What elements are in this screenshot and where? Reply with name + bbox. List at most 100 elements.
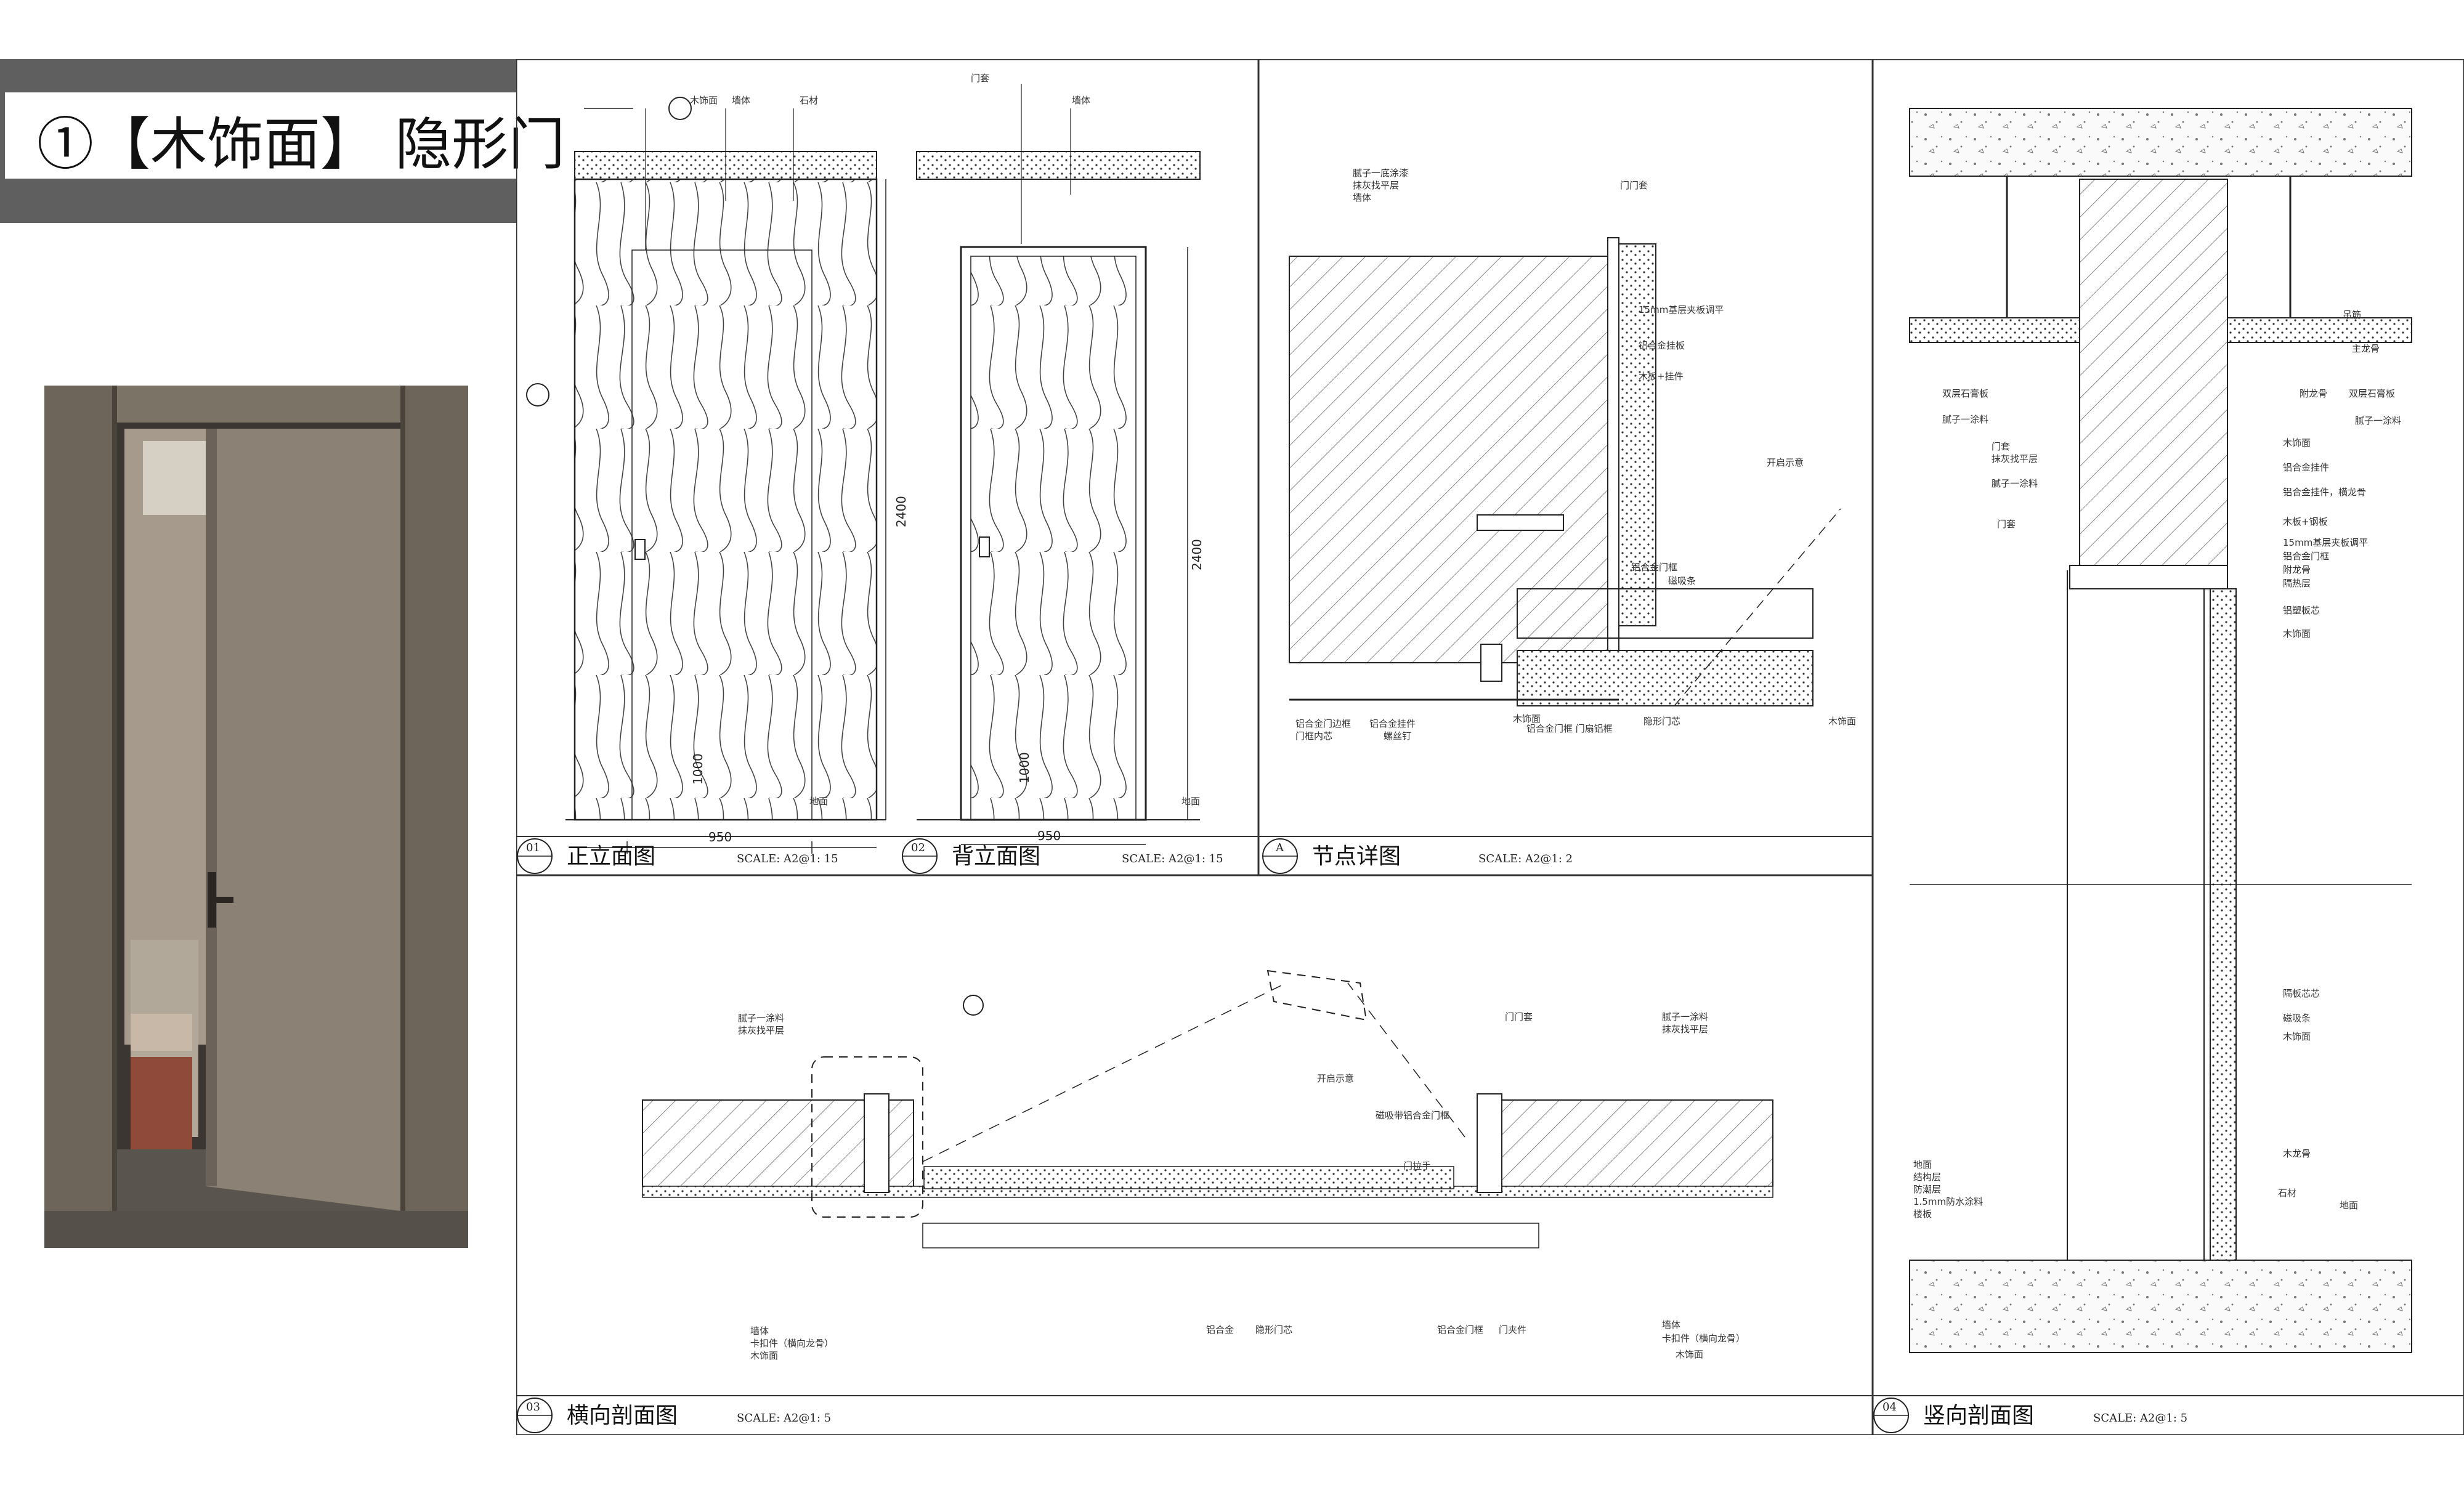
svg-text:正立面图: 正立面图	[567, 844, 655, 869]
door-width-dim-front: 950	[708, 830, 732, 844]
callout-detail-10: 开启示意	[1767, 457, 1804, 468]
svg-text:01: 01	[526, 841, 540, 854]
callout-horizontal-6: 门拉手	[1403, 1160, 1431, 1171]
callout-horizontal-1: 腻子一涂料	[738, 1013, 784, 1024]
svg-text:SCALE: A2@1: 5: SCALE: A2@1: 5	[2093, 1412, 2187, 1425]
callout-horizontal-2: 抹灰找平层	[738, 1025, 784, 1036]
svg-text:03: 03	[526, 1401, 540, 1414]
callout-detail-17: 隐形门芯	[1643, 716, 1680, 727]
door-height-dim-front: 2400	[894, 496, 909, 527]
callout-vertical-8: 门套	[1997, 519, 2016, 530]
callout-vertical-16: 15mm基层夹板调平	[2283, 537, 2368, 548]
callout-horizontal-10: 卡扣件（横向龙骨）	[750, 1338, 833, 1349]
reference-photo	[44, 386, 468, 1248]
callout-detail-16: 铝合金门框 门扇铝框	[1526, 723, 1613, 734]
callout-vertical-15: 木板+钢板	[2283, 516, 2328, 527]
svg-text:SCALE: A2@1: 15: SCALE: A2@1: 15	[737, 852, 838, 865]
callout-front-3: 石材	[800, 95, 818, 106]
callout-vertical-23: 磁吸条	[2283, 1013, 2311, 1024]
view-title-01: 01 正立面图 SCALE: A2@1: 15	[517, 838, 838, 874]
callout-horizontal-11: 木饰面	[750, 1350, 778, 1361]
callout-horizontal-16: 墙体	[1662, 1319, 1680, 1330]
technical-drawing: 1000 2400 950 木饰面 墙体 石材 地面 1000 2400 950…	[516, 59, 2464, 1435]
callout-horizontal-12: 铝合金	[1206, 1324, 1234, 1335]
callout-horizontal-13: 隐形门芯	[1255, 1324, 1292, 1335]
callout-horizontal-5: 磁吸带铝合金门框	[1376, 1110, 1449, 1121]
callout-vertical-22: 隔板芯芯	[2283, 988, 2320, 999]
callout-vertical-27: 结构层	[1913, 1171, 1941, 1183]
svg-text:竖向剖面图: 竖向剖面图	[1923, 1403, 2034, 1428]
callout-vertical-21: 木饰面	[2283, 628, 2311, 639]
handle-height-dim-back: 1000	[1017, 752, 1032, 783]
callout-detail-8: 铝合金门框	[1631, 562, 1677, 573]
callout-detail-4: 门门套	[1620, 180, 1648, 191]
callout-back-1: 门套	[971, 73, 989, 84]
callout-vertical-4: 腻子一涂料	[1942, 414, 1988, 425]
callout-vertical-10: 双层石膏板	[2349, 388, 2395, 399]
header-bar-bottom	[0, 179, 516, 223]
horizontal-section: 腻子一涂料 抹灰找平层 门门套 开启示意 磁吸带铝合金门框 门拉手 腻子一涂料 …	[642, 969, 1773, 1361]
callout-vertical-9: 附龙骨	[2300, 388, 2327, 399]
callout-detail-15: 木饰面	[1513, 713, 1541, 724]
svg-text:横向剖面图: 横向剖面图	[567, 1403, 678, 1428]
callout-horizontal-7: 腻子一涂料	[1662, 1011, 1708, 1022]
callout-detail-13: 铝合金挂件	[1369, 718, 1416, 729]
callout-detail-12: 门框内芯	[1295, 730, 1332, 742]
callout-horizontal-17: 卡扣件（横向龙骨）	[1662, 1333, 1745, 1344]
callout-vertical-18: 附龙骨	[2283, 564, 2311, 575]
callout-vertical-12: 木饰面	[2283, 437, 2311, 448]
callout-vertical-30: 楼板	[1913, 1208, 1932, 1220]
callout-horizontal-15: 门夹件	[1499, 1324, 1526, 1335]
callout-horizontal-4: 开启示意	[1317, 1073, 1354, 1084]
front-elevation: 1000 2400 950 木饰面 墙体 石材 地面	[526, 95, 909, 854]
callout-detail-14: 螺丝钉	[1384, 730, 1411, 742]
callout-vertical-7: 腻子一涂料	[1992, 478, 2038, 489]
vertical-section: 吊筋 主龙骨 双层石膏板 腻子一涂料 门套 抹灰找平层 腻子一涂料 门套 附龙骨…	[1909, 108, 2412, 1353]
svg-text:SCALE: A2@1: 2: SCALE: A2@1: 2	[1478, 852, 1573, 865]
svg-text:节点详图: 节点详图	[1312, 844, 1401, 869]
door-width-dim-back: 950	[1037, 828, 1061, 843]
callout-vertical-31: 石材	[2278, 1188, 2296, 1199]
callout-front-1: 木饰面	[690, 95, 718, 106]
callout-detail-11: 铝合金门边框	[1295, 718, 1351, 729]
callout-detail-9: 磁吸条	[1668, 575, 1696, 586]
callout-detail-3: 墙体	[1353, 192, 1371, 203]
callout-detail-2: 抹灰找平层	[1353, 180, 1399, 191]
callout-vertical-28: 防潮层	[1913, 1184, 1941, 1195]
callout-back-3: 地面	[1181, 796, 1200, 807]
svg-text:SCALE: A2@1: 5: SCALE: A2@1: 5	[737, 1412, 831, 1425]
header-bar-top	[0, 59, 516, 92]
callout-vertical-5: 门套	[1992, 441, 2010, 452]
callout-vertical-2: 主龙骨	[2352, 343, 2380, 354]
callout-vertical-3: 双层石膏板	[1942, 388, 1988, 399]
callout-detail-5: 15mm基层夹板调平	[1639, 304, 1724, 315]
view-title-A: A 节点详图 SCALE: A2@1: 2	[1262, 838, 1573, 874]
callout-vertical-1: 吊筋	[2343, 309, 2361, 320]
view-title-02: 02 背立面图 SCALE: A2@1: 15	[902, 838, 1223, 874]
title-box	[0, 92, 521, 179]
callout-detail-1: 腻子一底涂漆	[1353, 168, 1408, 179]
callout-vertical-13: 铝合金挂件	[2283, 462, 2329, 473]
callout-vertical-17: 铝合金门框	[2283, 551, 2329, 562]
callout-detail-7: 木板+挂件	[1639, 371, 1684, 382]
callout-vertical-19: 隔热层	[2283, 578, 2311, 589]
callout-vertical-20: 铝塑板芯	[2283, 605, 2320, 616]
callout-horizontal-14: 铝合金门框	[1437, 1324, 1483, 1335]
callout-vertical-29: 1.5mm防水涂料	[1913, 1196, 1983, 1207]
callout-detail-6: 铝合金挂板	[1639, 340, 1685, 351]
sheet-title: ①【木饰面】 隐形门	[37, 111, 565, 177]
callout-vertical-24: 木饰面	[2283, 1031, 2311, 1042]
svg-text:背立面图: 背立面图	[952, 844, 1040, 869]
callout-detail-18: 木饰面	[1828, 716, 1856, 727]
callout-vertical-14: 铝合金挂件，横龙骨	[2283, 487, 2366, 498]
svg-text:04: 04	[1882, 1401, 1897, 1414]
view-title-04: 04 竖向剖面图 SCALE: A2@1: 5	[1873, 1398, 2187, 1433]
callout-horizontal-18: 木饰面	[1676, 1349, 1703, 1360]
callout-horizontal-3: 门门套	[1505, 1011, 1533, 1022]
back-elevation: 1000 2400 950 门套 墙体 地面	[916, 73, 1204, 845]
callout-vertical-11: 腻子一涂料	[2355, 415, 2401, 426]
callout-back-2: 墙体	[1072, 95, 1090, 106]
svg-text:A: A	[1275, 841, 1284, 854]
callout-vertical-32: 地面	[2340, 1200, 2358, 1211]
